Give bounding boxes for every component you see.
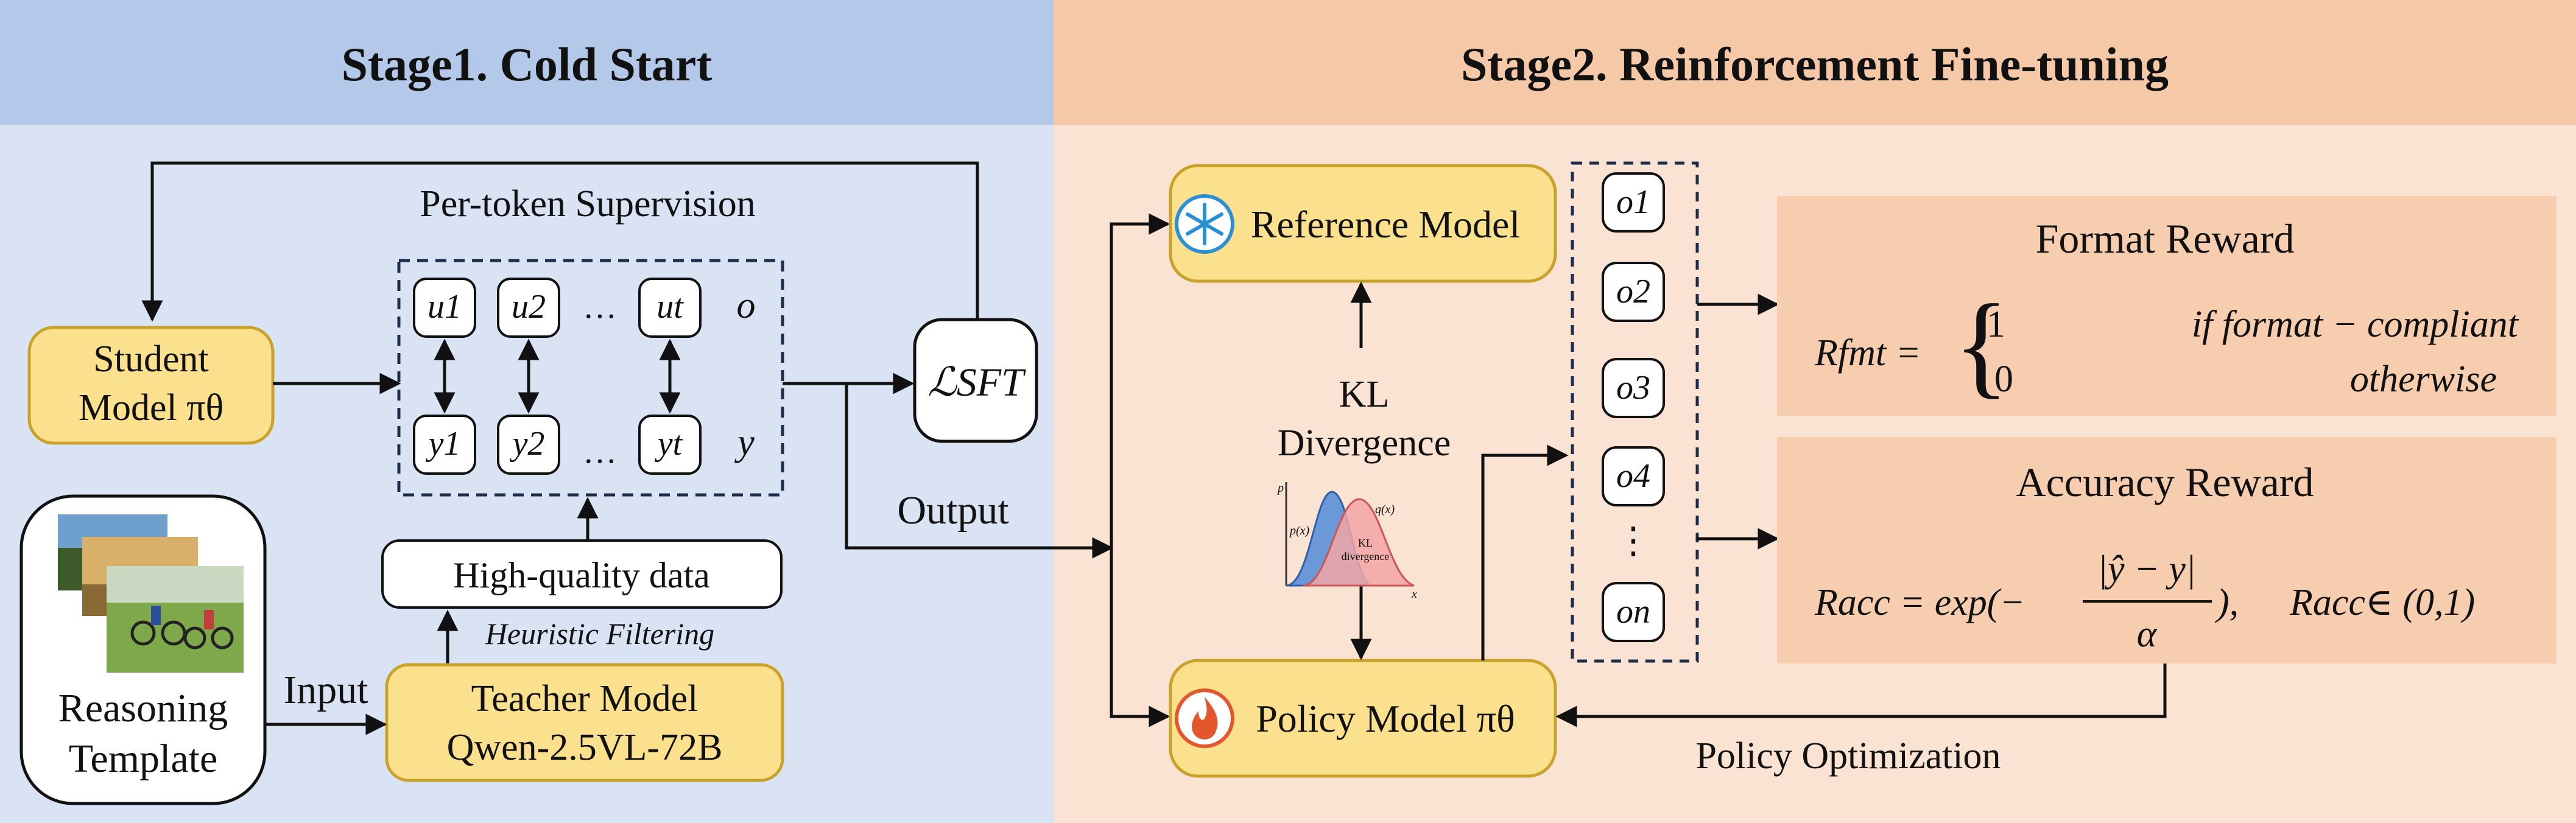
kl-plot-x-axis: x [1411,587,1417,601]
template-images-icon [58,514,244,673]
format-reward-box [1777,196,2557,416]
accuracy-reward-title: Accuracy Reward [2016,459,2314,505]
kl-divergence-plot: p x p(x) q(x) KL divergence [1276,482,1417,601]
row-label-y: y [734,422,755,463]
output-o4: o4 [1616,457,1650,495]
output-o1-box [1602,172,1665,233]
kl-divergence-line2: Divergence [1278,422,1451,464]
format-reward-lhs: Rfmt = [1814,332,1921,374]
kl-plot-y-axis: p [1276,482,1284,495]
student-model-line1: Student [93,338,208,380]
output-o3-box [1602,358,1665,418]
token-yt: yt [655,425,683,463]
output-label: Output [897,488,1008,533]
stage1-header [0,0,1054,125]
accuracy-formula-left: Racc = exp(− [1814,582,2025,623]
token-yt-box [638,415,702,475]
token-ut: ut [656,288,684,326]
policy-model-label: Policy Model πθ [1256,697,1515,740]
format-reward-case1-value: 1 [1987,304,2005,345]
token-u2: u2 [512,288,546,326]
output-o2: o2 [1616,273,1650,310]
accuracy-formula-denominator: α [2137,614,2158,655]
output-arrow [845,383,1114,559]
output-o1: o1 [1616,183,1650,221]
token-u-ellipsis: … [583,288,617,326]
outputs-group-box [1571,161,1699,663]
token-y1: y1 [426,425,461,463]
high-quality-data-label: High-quality data [453,555,710,595]
format-reward-case2-condition: otherwise [2350,359,2497,400]
kl-divergence-line1: KL [1339,374,1390,415]
token-y2: y2 [510,425,545,463]
accuracy-range: Racc∈ (0,1) [2289,582,2475,623]
loss-box [913,318,1038,443]
fire-icon [1175,688,1234,748]
policy-model-box [1169,659,1557,778]
policy-optimization-arrow [1555,664,2167,727]
to-policy-arrow [1110,548,1170,727]
format-reward-case2-value: 0 [1994,359,2013,400]
token-u1-box [413,278,476,338]
teacher-model-line2: Qwen-2.5VL-72B [447,727,723,768]
kl-plot-q-label: q(x) [1375,503,1395,516]
token-u2-box [497,278,560,338]
outputs-ellipsis: ⋮ [1615,520,1652,561]
policy-optimization-label: Policy Optimization [1695,735,2001,777]
input-label: Input [283,668,368,712]
stage2-header [1054,0,2576,125]
output-on-box [1602,582,1665,642]
stage1-title: Stage1. Cold Start [342,38,713,91]
kl-q-curve [1303,498,1415,587]
reasoning-template-line1: Reasoning [58,686,228,730]
high-quality-data-box [381,539,783,609]
stage2-title: Stage2. Reinforcement Fine-tuning [1461,38,2169,91]
kl-plot-p-label: p(x) [1289,524,1310,538]
accuracy-reward-box [1777,437,2557,664]
reference-model-box [1169,164,1557,283]
token-group-box [397,259,784,497]
token-y-ellipsis: … [583,433,617,471]
output-o2-box [1602,262,1665,322]
student-model-line2: Model πθ [79,387,223,429]
teacher-model-line1: Teacher Model [471,678,699,720]
to-reference-arrow [1110,213,1170,548]
heuristic-filtering-label: Heuristic Filtering [485,617,714,651]
row-label-o: o [737,285,756,326]
format-reward-brace: { [1954,281,2009,409]
format-reward-title: Format Reward [2036,215,2295,262]
accuracy-formula-right: ), [2215,582,2239,623]
per-token-supervision-label: Per-token Supervision [420,183,756,225]
reference-model-label: Reference Model [1251,203,1520,246]
student-model-box [27,326,275,445]
token-ut-box [638,278,702,338]
snowflake-icon [1175,194,1234,254]
format-reward-case1-condition: if format − compliant [2192,304,2519,345]
feedback-loop-arrow [141,161,979,322]
accuracy-formula-numerator: |ŷ − y| [2097,548,2196,590]
reasoning-template-line2: Template [69,737,218,781]
token-y1-box [413,415,476,475]
token-y2-box [497,415,560,475]
output-on: on [1616,593,1650,631]
output-o4-box [1602,446,1665,506]
kl-plot-inner-label-2: divergence [1342,550,1390,562]
policy-to-outputs-arrow [1481,444,1569,660]
output-o3: o3 [1616,369,1650,407]
kl-plot-inner-label-1: KL [1358,537,1373,549]
loss-label: ℒSFT [927,360,1026,405]
token-u1: u1 [428,288,462,326]
